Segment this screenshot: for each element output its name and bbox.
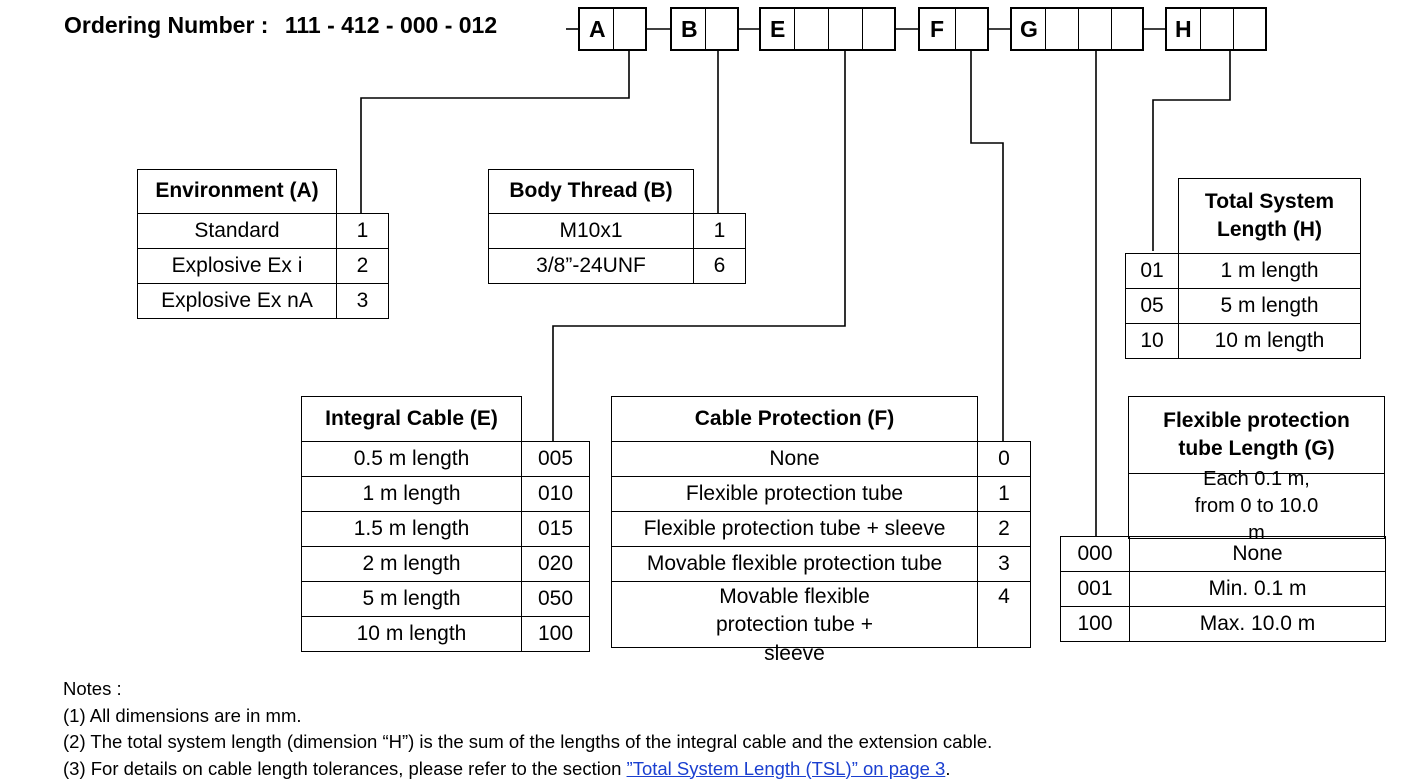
integral-cable-row-code: 050	[521, 581, 590, 617]
cable-protection-row-code: 1	[977, 476, 1031, 512]
code-letter-h: H	[1175, 16, 1192, 43]
integral-cable-row-code: 005	[521, 441, 590, 477]
ordering-label-text: Ordering Number :	[64, 12, 268, 38]
code-letter-a: A	[589, 16, 606, 43]
body-thread-header: Body Thread (B)	[488, 169, 694, 214]
note-3-suffix: .	[945, 758, 950, 779]
cable-protection-row-code: 3	[977, 546, 1031, 582]
integral-cable-row-code: 100	[521, 616, 590, 652]
integral-cable-row-label: 5 m length	[301, 581, 522, 617]
notes-heading: Notes :	[63, 676, 992, 703]
flex-tube-length-table: Flexible protection tube Length (G) Each…	[1129, 397, 1385, 539]
integral-cable-row-code: 010	[521, 476, 590, 512]
integral-cable-row-label: 1.5 m length	[301, 511, 522, 547]
code-letter-b: B	[681, 16, 698, 43]
cable-protection-table: Cable Protection (F) None 0 Flexible pro…	[612, 397, 1031, 648]
code-letter-g: G	[1020, 16, 1038, 43]
tsl-row-label: 10 m length	[1178, 323, 1361, 359]
integral-cable-row-label: 10 m length	[301, 616, 522, 652]
code-box-f: F	[918, 7, 989, 51]
flex-tube-row-code: 001	[1060, 571, 1130, 607]
tsl-row-label: 5 m length	[1178, 288, 1361, 324]
tsl-row-code: 10	[1125, 323, 1179, 359]
cable-protection-header: Cable Protection (F)	[611, 396, 978, 442]
environment-row-code: 3	[336, 283, 389, 319]
flex-tube-row-code: 000	[1060, 536, 1130, 572]
note-3: (3) For details on cable length toleranc…	[63, 756, 992, 782]
code-box-b: B	[670, 7, 739, 51]
environment-table: Environment (A) Standard 1 Explosive Ex …	[138, 170, 389, 319]
total-system-length-header: Total System Length (H)	[1178, 178, 1361, 254]
integral-cable-row-code: 020	[521, 546, 590, 582]
integral-cable-row-label: 1 m length	[301, 476, 522, 512]
tsl-row-code: 05	[1125, 288, 1179, 324]
code-box-h: H	[1165, 7, 1267, 51]
environment-row-code: 1	[336, 213, 389, 249]
code-box-g: G	[1010, 7, 1144, 51]
flex-tube-length-description: Each 0.1 m, from 0 to 10.0 m	[1128, 473, 1385, 539]
integral-cable-row-label: 0.5 m length	[301, 441, 522, 477]
code-letter-e: E	[770, 16, 785, 43]
environment-row-label: Standard	[137, 213, 337, 249]
code-box-e: E	[759, 7, 896, 51]
total-system-length-table: Total System Length (H) 01 1 m length 05…	[1126, 179, 1361, 359]
code-box-a: A	[578, 7, 647, 51]
note-1: (1) All dimensions are in mm.	[63, 703, 992, 730]
flex-tube-length-rows: 000 None 001 Min. 0.1 m 100 Max. 10.0 m	[1061, 537, 1386, 642]
integral-cable-header: Integral Cable (E)	[301, 396, 522, 442]
flex-tube-row-code: 100	[1060, 606, 1130, 642]
cable-protection-row-label: Flexible protection tube + sleeve	[611, 511, 978, 547]
body-thread-row-code: 6	[693, 248, 746, 284]
cable-protection-row-label: Flexible protection tube	[611, 476, 978, 512]
cable-protection-row-label: Movable flexible protection tube + sleev…	[611, 581, 978, 648]
cable-protection-row-code: 4	[977, 581, 1031, 648]
tsl-row-code: 01	[1125, 253, 1179, 289]
body-thread-row-code: 1	[693, 213, 746, 249]
ordering-base-number: 111 - 412 - 000 - 012	[285, 12, 497, 38]
note-2: (2) The total system length (dimension “…	[63, 729, 992, 756]
cable-protection-row-code: 0	[977, 441, 1031, 477]
cable-protection-row-label: None	[611, 441, 978, 477]
environment-row-label: Explosive Ex i	[137, 248, 337, 284]
body-thread-table: Body Thread (B) M10x1 1 3/8”-24UNF 6	[489, 170, 746, 284]
flex-tube-length-header: Flexible protection tube Length (G)	[1128, 396, 1385, 474]
note-3-text: (3) For details on cable length toleranc…	[63, 758, 627, 779]
integral-cable-row-label: 2 m length	[301, 546, 522, 582]
integral-cable-table: Integral Cable (E) 0.5 m length 005 1 m …	[302, 397, 590, 652]
ordering-number-label: Ordering Number : 111 - 412 - 000 - 012	[64, 12, 497, 39]
body-thread-row-label: 3/8”-24UNF	[488, 248, 694, 284]
cable-protection-row-code: 2	[977, 511, 1031, 547]
tsl-row-label: 1 m length	[1178, 253, 1361, 289]
body-thread-row-label: M10x1	[488, 213, 694, 249]
flex-tube-row-label: None	[1129, 536, 1386, 572]
flex-tube-row-label: Max. 10.0 m	[1129, 606, 1386, 642]
cable-protection-row-label: Movable flexible protection tube	[611, 546, 978, 582]
environment-row-code: 2	[336, 248, 389, 284]
tsl-page-link[interactable]: ”Total System Length (TSL)” on page 3	[627, 758, 946, 779]
code-letter-f: F	[930, 16, 944, 43]
environment-header: Environment (A)	[137, 169, 337, 214]
environment-row-label: Explosive Ex nA	[137, 283, 337, 319]
notes-section: Notes : (1) All dimensions are in mm. (2…	[63, 676, 992, 782]
flex-tube-row-label: Min. 0.1 m	[1129, 571, 1386, 607]
integral-cable-row-code: 015	[521, 511, 590, 547]
